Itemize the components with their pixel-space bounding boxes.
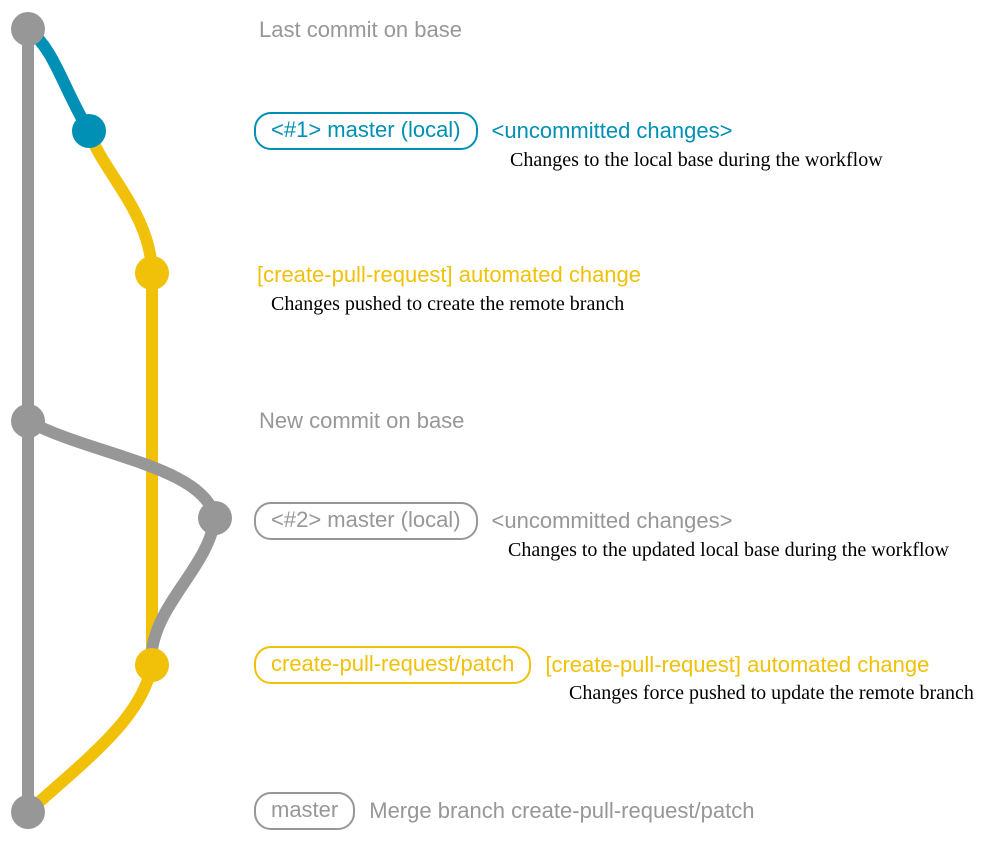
branch-badge-master-local-1: <#1> master (local): [254, 112, 478, 150]
commit-message-uncommitted-2: <uncommitted changes>: [491, 508, 733, 533]
commit-node-merge: [11, 795, 45, 829]
commit-node-local-2: [198, 501, 232, 535]
commit-node-new-base: [11, 404, 45, 438]
branch-badge-patch: create-pull-request/patch: [254, 646, 532, 684]
description-uncommitted-1: Changes to the local base during the wor…: [510, 149, 883, 171]
commit-message-automated-1: [create-pull-request] automated change: [257, 262, 642, 287]
commit-node-local-1: [72, 114, 106, 148]
row-new-commit: New commit on base: [259, 402, 464, 440]
commit-message-automated-2: [create-pull-request] automated change: [545, 652, 930, 677]
commit-graph: [11, 12, 232, 829]
row-last-commit: Last commit on base: [259, 11, 462, 49]
branch-badge-master-local-2: <#2> master (local): [254, 502, 478, 540]
new-commit-label: New commit on base: [259, 408, 465, 433]
local-branch-edge: [22, 23, 95, 137]
rebase-branch-out-edge: [22, 415, 221, 524]
commit-node-automated-1: [135, 256, 169, 290]
commit-node-automated-2: [135, 648, 169, 682]
rebase-branch-merge-edge: [145, 512, 221, 668]
row-local-1: <#1> master (local) <uncommitted changes…: [254, 112, 732, 150]
description-automated-2: Changes force pushed to update the remot…: [569, 682, 974, 704]
description-uncommitted-2: Changes to the updated local base during…: [508, 539, 949, 561]
row-automated-1: [create-pull-request] automated change: [257, 256, 641, 294]
commit-message-uncommitted-1: <uncommitted changes>: [491, 118, 733, 143]
branch-badge-master: master: [254, 792, 356, 830]
row-automated-2: create-pull-request/patch [create-pull-r…: [254, 646, 929, 684]
description-automated-1: Changes pushed to create the remote bran…: [271, 293, 625, 315]
row-local-2: <#2> master (local) <uncommitted changes…: [254, 502, 732, 540]
last-commit-label: Last commit on base: [259, 17, 462, 42]
merge-commit-label: Merge branch create-pull-request/patch: [369, 798, 755, 823]
patch-branch-edge: [22, 125, 158, 818]
row-merge: master Merge branch create-pull-request/…: [254, 792, 754, 830]
commit-node-last-base: [11, 12, 45, 46]
